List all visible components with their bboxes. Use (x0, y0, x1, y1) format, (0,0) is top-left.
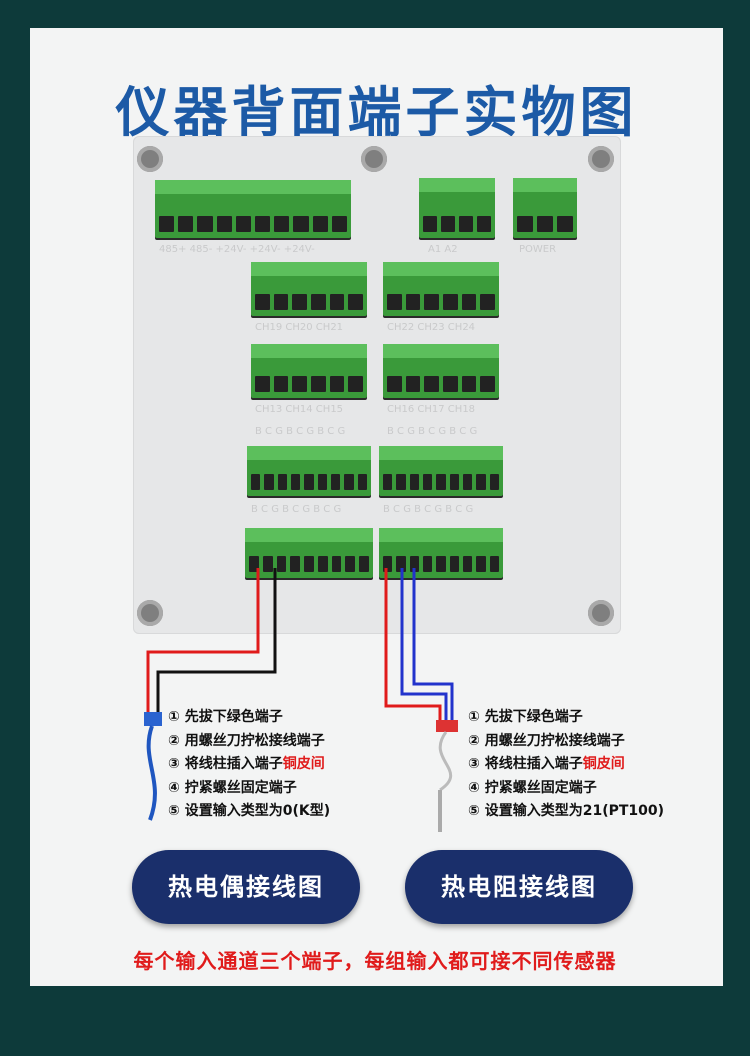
device-back-photo: 485+ 485- +24V- +24V- +24V- A1 A2 POWER … (133, 136, 621, 634)
rtd-cable (438, 731, 453, 792)
mount-hole (361, 146, 387, 172)
terminal-label-power: POWER (519, 244, 557, 255)
terminal-block-power-bus (155, 180, 351, 238)
rtd-step-3-highlight: 铜皮间 (582, 756, 625, 772)
footer-note: 每个输入通道三个端子，每组输入都可接不同传感器 (133, 949, 617, 973)
mount-hole (137, 146, 163, 172)
terminal-label-row2-left: CH19 CH20 CH21 (255, 322, 344, 333)
terminal-block-alarm (419, 178, 495, 238)
terminal-block-ch16-18 (383, 344, 499, 398)
thermocouple-red-wire (146, 568, 260, 712)
mount-hole (137, 600, 163, 626)
rtd-probe-tube (438, 790, 442, 832)
rtd-step-5: ⑤ 设置输入类型为21(PT100) (468, 803, 665, 819)
tc-step-3: ③ 将线柱插入端子铜皮间 (168, 753, 330, 777)
rtd-step-3-text: ③ 将线柱插入端子 (468, 756, 583, 772)
thermocouple-black-wire (156, 568, 277, 712)
rtd-steps: ① 先拔下绿色端子 ② 用螺丝刀拧松接线端子 ③ 将线柱插入端子铜皮间 ④ 拧紧… (468, 706, 664, 824)
terminal-block-input-a (247, 446, 371, 496)
rtd-step-2: ② 用螺丝刀拧松接线端子 (468, 732, 625, 749)
terminal-label-row3-right: CH16 CH17 CH18 (387, 404, 476, 415)
thermocouple-probe (144, 712, 162, 726)
rtd-step-3: ③ 将线柱插入端子铜皮间 (468, 753, 664, 777)
terminal-label-row5-left: B C G B C G B C G (251, 504, 342, 515)
terminal-block-input-b (379, 446, 503, 496)
rtd-probe-head (436, 720, 458, 732)
page-title: 仪器背面端子实物图 (115, 81, 638, 144)
terminal-label-row5-right: B C G B C G B C G (383, 504, 474, 515)
terminal-label-row4-right: B C G B C G B C G (387, 426, 478, 437)
tc-step-3-highlight: 铜皮间 (282, 756, 325, 772)
terminal-label-row3-left: CH13 CH14 CH15 (255, 404, 344, 415)
thermocouple-steps: ① 先拔下绿色端子 ② 用螺丝刀拧松接线端子 ③ 将线柱插入端子铜皮间 ④ 拧紧… (168, 706, 330, 824)
terminal-label-row4-left: B C G B C G B C G (255, 426, 346, 437)
terminal-block-ch22-24 (383, 262, 499, 316)
terminal-label-row1-mid: A1 A2 (428, 244, 458, 255)
terminal-label-row2-right: CH22 CH23 CH24 (387, 322, 476, 333)
rtd-blue-wire-2 (412, 568, 454, 720)
rtd-step-4: ④ 拧紧螺丝固定端子 (468, 779, 597, 796)
tc-step-4: ④ 拧紧螺丝固定端子 (168, 779, 297, 796)
thermocouple-cable (146, 725, 157, 821)
rtd-blue-wire-1 (400, 568, 448, 720)
tc-step-1: ① 先拔下绿色端子 (168, 709, 283, 725)
rtd-red-wire (384, 568, 442, 720)
tc-step-2: ② 用螺丝刀拧松接线端子 (168, 732, 325, 749)
terminal-block-ch13-15 (251, 344, 367, 398)
terminal-label-row1-left: 485+ 485- +24V- +24V- +24V- (159, 244, 315, 255)
thermocouple-wiring-button[interactable]: 热电偶接线图 (132, 850, 360, 924)
rtd-wiring-button[interactable]: 热电阻接线图 (405, 850, 633, 924)
tc-step-3-text: ③ 将线柱插入端子 (168, 756, 283, 772)
terminal-block-input-c (245, 528, 373, 578)
mount-hole (588, 600, 614, 626)
mount-hole (588, 146, 614, 172)
terminal-block-input-d (379, 528, 503, 578)
tc-step-5: ⑤ 设置输入类型为0(K型) (168, 803, 331, 819)
terminal-block-power (513, 178, 577, 238)
terminal-block-ch19-21 (251, 262, 367, 316)
rtd-step-1: ① 先拔下绿色端子 (468, 709, 583, 725)
